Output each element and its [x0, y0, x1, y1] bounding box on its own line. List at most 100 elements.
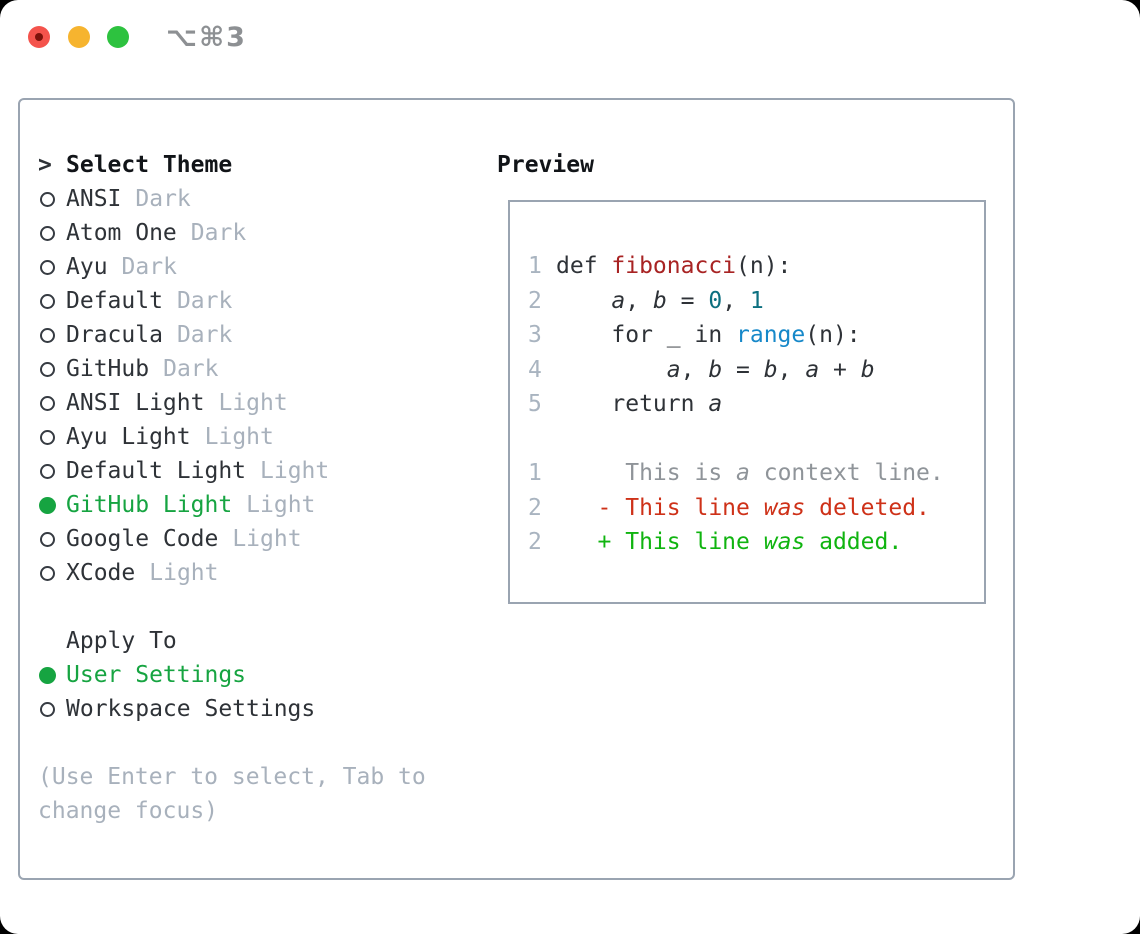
- radio-selected-icon: [39, 666, 56, 684]
- code-token: - This line: [556, 494, 764, 521]
- theme-option[interactable]: GitHub Dark: [38, 352, 478, 386]
- spacer: [38, 590, 478, 624]
- radio-unselected-icon: [40, 531, 55, 547]
- radio-cell: [38, 293, 66, 309]
- window-title: ⌥⌘3: [166, 22, 247, 53]
- line-number: 1: [528, 460, 542, 486]
- radio-unselected-icon: [40, 191, 55, 207]
- code-token: (n):: [805, 322, 861, 348]
- radio-cell: [38, 361, 66, 377]
- code-token: 1: [749, 287, 764, 314]
- radio-cell: [38, 701, 66, 717]
- theme-name: Default: [66, 288, 163, 314]
- code-line: 2 + This line was added.: [528, 525, 984, 560]
- radio-unselected-icon: [40, 361, 55, 377]
- line-number: 4: [528, 356, 542, 383]
- close-button[interactable]: [28, 26, 50, 48]
- radio-cell: [38, 531, 66, 547]
- zoom-button[interactable]: [107, 26, 129, 48]
- code-token: a: [708, 391, 723, 417]
- preview-title: Preview: [497, 152, 594, 178]
- radio-cell: [38, 463, 66, 479]
- radio-cell: [38, 496, 66, 514]
- help-text-line-2: change focus): [38, 798, 219, 824]
- help-text-line-1: (Use Enter to select, Tab to: [38, 764, 426, 790]
- line-number: 2: [528, 494, 542, 521]
- code-line: 5 return a: [528, 387, 984, 422]
- code-token: +: [819, 356, 861, 383]
- apply-to-option-label: Workspace Settings: [66, 696, 316, 722]
- spacer: [38, 726, 478, 760]
- theme-name: Dracula: [66, 322, 163, 348]
- radio-unselected-icon: [40, 463, 55, 479]
- theme-name: ANSI: [66, 186, 122, 212]
- code-token: added.: [805, 529, 903, 555]
- code-token: 0: [708, 287, 723, 314]
- code-token: a: [611, 287, 626, 314]
- code-token: + This line: [556, 529, 764, 555]
- code-token: was: [763, 494, 806, 521]
- code-line: [528, 422, 984, 457]
- title-bar: ⌥⌘3: [0, 0, 1140, 75]
- theme-option[interactable]: GitHub Light Light: [38, 488, 478, 522]
- radio-unselected-icon: [40, 395, 55, 411]
- theme-name: Ayu Light: [66, 424, 191, 450]
- radio-unselected-icon: [40, 701, 55, 717]
- theme-name: GitHub Light: [66, 492, 233, 518]
- line-number: 2: [528, 287, 542, 314]
- theme-variant-tag: Light: [149, 560, 219, 586]
- code-token: b: [860, 356, 875, 383]
- code-line: 2 - This line was deleted.: [528, 491, 984, 526]
- code-token: =: [722, 356, 764, 383]
- code-line: 4 a, b = b, a + b: [528, 353, 984, 388]
- theme-variant-tag: Dark: [163, 356, 219, 382]
- radio-unselected-icon: [40, 429, 55, 445]
- prompt-caret-icon: >: [38, 152, 52, 178]
- radio-cell: [38, 565, 66, 581]
- apply-to-option[interactable]: Workspace Settings: [38, 692, 478, 726]
- theme-variant-tag: Dark: [121, 254, 177, 280]
- radio-unselected-icon: [40, 259, 55, 275]
- theme-variant-tag: Light: [246, 492, 316, 518]
- code-token: context line.: [749, 460, 944, 486]
- theme-option[interactable]: Default Dark: [38, 284, 478, 318]
- theme-name: GitHub: [66, 356, 150, 382]
- code-line: 3 for _ in range(n):: [528, 318, 984, 353]
- theme-option[interactable]: ANSI Dark: [38, 182, 478, 216]
- radio-unselected-icon: [40, 327, 55, 343]
- apply-to-option-label: User Settings: [66, 662, 247, 688]
- theme-variant-tag: Dark: [176, 288, 233, 314]
- code-token: b: [763, 356, 778, 383]
- line-number: 5: [528, 391, 542, 417]
- radio-cell: [38, 429, 66, 445]
- radio-cell: [38, 191, 66, 207]
- help-text: (Use Enter to select, Tab to change focu…: [38, 760, 478, 828]
- radio-cell: [38, 327, 66, 343]
- code-token: a: [666, 356, 681, 383]
- close-button-dot: [35, 33, 43, 41]
- theme-name: Atom One: [66, 220, 177, 246]
- code-token: [556, 288, 611, 314]
- minimize-button[interactable]: [68, 26, 90, 48]
- theme-variant-tag: Dark: [135, 186, 191, 212]
- apply-to-option[interactable]: User Settings: [38, 658, 478, 692]
- theme-name: Default Light: [66, 458, 247, 484]
- code-token: This is: [556, 460, 737, 486]
- theme-option[interactable]: Dracula Dark: [38, 318, 478, 352]
- theme-variant-tag: Dark: [176, 322, 233, 348]
- code-token: ,: [625, 287, 653, 314]
- radio-cell: [38, 259, 66, 275]
- code-token: =: [666, 287, 709, 314]
- radio-cell: [38, 395, 66, 411]
- code-token: b: [708, 356, 723, 383]
